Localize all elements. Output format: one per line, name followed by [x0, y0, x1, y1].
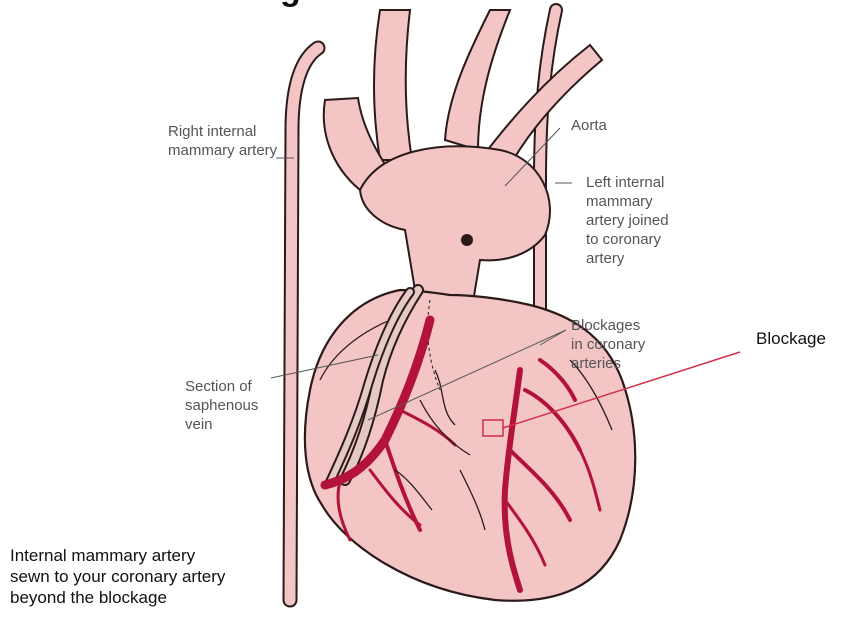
- annotation-caption: Internal mammary artery sewn to your cor…: [10, 545, 310, 608]
- label-blockages-in-coronary-arteries: Blockages in coronary arteries: [571, 316, 671, 373]
- label-aorta: Aorta: [571, 116, 607, 135]
- label-left-internal-mammary-artery: Left internal mammary artery joined to c…: [586, 173, 706, 268]
- annotation-blockage: Blockage: [756, 328, 826, 349]
- label-section-of-saphenous-vein: Section of saphenous vein: [185, 377, 285, 434]
- label-right-internal-mammary-artery: Right internal mammary artery: [168, 122, 308, 160]
